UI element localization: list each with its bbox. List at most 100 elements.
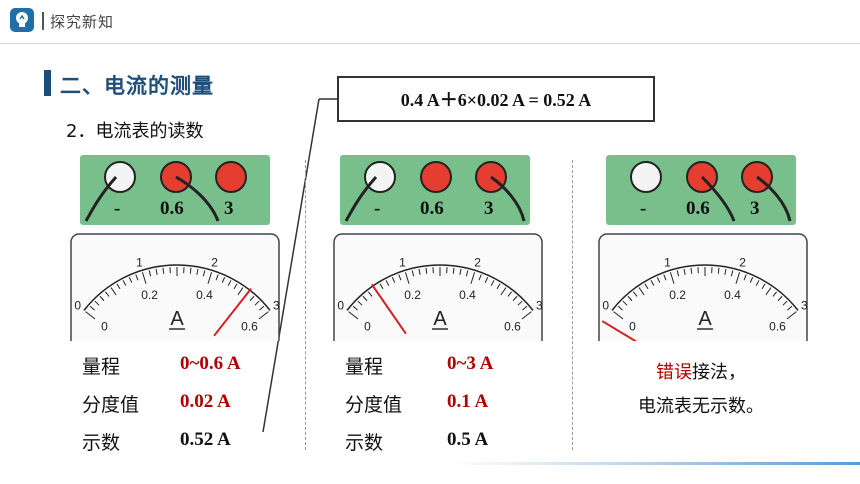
scale-arc [611,264,799,311]
scale-tick [517,300,523,306]
terminal-0-6: 0.6 [160,198,184,219]
scale-tick [782,300,788,306]
header-title: 探究新知 [50,13,115,31]
wrong-connection-note: 错误接法， 电流表无示数。 [601,356,801,424]
scale-tick [237,287,244,296]
column-divider [305,160,306,450]
terminal-3: 3 [224,198,234,219]
scale-tick [638,287,645,296]
scale-tick [233,283,238,290]
scale-label-bottom: 0.2 [404,288,421,302]
scale-tick [348,311,359,320]
wrong-word: 错误 [656,362,692,383]
scale-label-bottom: 0.6 [504,319,521,333]
scale-tick [683,268,686,275]
scale-tick [627,295,633,302]
scale-tick [352,305,358,311]
scale-label-top: 3 [273,298,280,312]
terminal-0-6: 0.6 [420,198,444,219]
formula-text: 0.4 A＋6×0.02 A = 0.52 A [400,90,592,110]
note-line-2: 电流表无示数。 [638,396,764,417]
scale-tick [362,295,368,302]
scale-tick [459,268,462,275]
scale-label-bottom: 0.4 [459,288,476,302]
scale-tick [507,291,513,297]
scale-tick [521,311,532,320]
scale-tick [490,280,495,286]
meter-needle [213,287,252,337]
reading-value: 0.52 A [180,429,231,450]
terminal-panel-2: - 0.6 3 [340,155,530,225]
scale-tick [148,270,152,277]
scale-tick [470,272,476,284]
scale-label-top: 0 [74,298,81,312]
scale-tick [761,283,766,290]
scale-tick [141,272,147,284]
scale-label-bottom: 0.6 [769,319,786,333]
scale-tick [644,283,649,290]
scale-label-bottom: 0.2 [141,288,158,302]
scale-tick [404,272,410,284]
scale-tick [755,280,760,286]
scale-tick [418,268,421,275]
scale-tick [162,267,165,274]
range-label: 量程 [82,356,121,378]
scale-tick [735,272,741,284]
scale-tick [85,311,96,320]
scale-arc [83,264,271,311]
scale-tick [357,300,363,306]
scale-tick [676,270,680,277]
reading-label: 示数 [345,432,384,454]
scale-tick [99,295,105,302]
division-label: 分度值 [82,394,140,416]
section-title: 二、电流的测量 [60,74,214,98]
scale-tick [787,305,793,311]
scale-tick [632,291,638,297]
scale-tick [215,274,219,281]
scale-tick [221,277,226,283]
scale-tick [94,300,100,306]
scale-tick [207,272,213,284]
scale-tick [622,300,628,306]
scale-tick [512,295,518,302]
scale-label-bottom: 0.4 [196,288,213,302]
scale-tick [743,274,747,281]
scale-tick [385,280,390,286]
scale-tick [663,274,667,281]
scale-tick [717,267,720,274]
scale-tick [669,272,675,284]
lightbulb-icon [10,8,34,32]
scale-label-top: 0 [337,298,344,312]
scale-label-top: 1 [664,256,671,270]
terminal-wires [84,161,247,222]
scale-tick [777,295,783,302]
scale-tick [254,300,260,306]
subsection-title: 2．电流表的读数 [66,121,204,142]
unit-label: A [170,308,184,330]
footer-accent [450,462,860,465]
scale-tick [411,270,415,277]
scale-label-top: 2 [474,256,481,270]
section-marker [44,70,51,96]
scale-tick [155,268,158,275]
scale-tick [650,280,655,286]
scale-label-top: 1 [136,256,143,270]
scale-label-bottom: 0.4 [724,288,741,302]
scale-tick [367,291,373,297]
scale-tick [425,267,428,274]
terminal-wires [344,161,526,222]
scale-label-top: 3 [801,298,808,312]
scale-tick [189,267,192,274]
scale-tick [258,311,269,320]
scale-tick [724,268,727,275]
scale-tick [202,270,206,277]
reading-label: 示数 [82,432,121,454]
scale-tick [500,287,507,296]
note-line-1: 错误接法， [601,356,801,390]
terminal-3: 3 [750,198,760,219]
division-label: 分度值 [345,394,403,416]
scale-tick [656,277,661,283]
scale-tick [116,283,121,290]
